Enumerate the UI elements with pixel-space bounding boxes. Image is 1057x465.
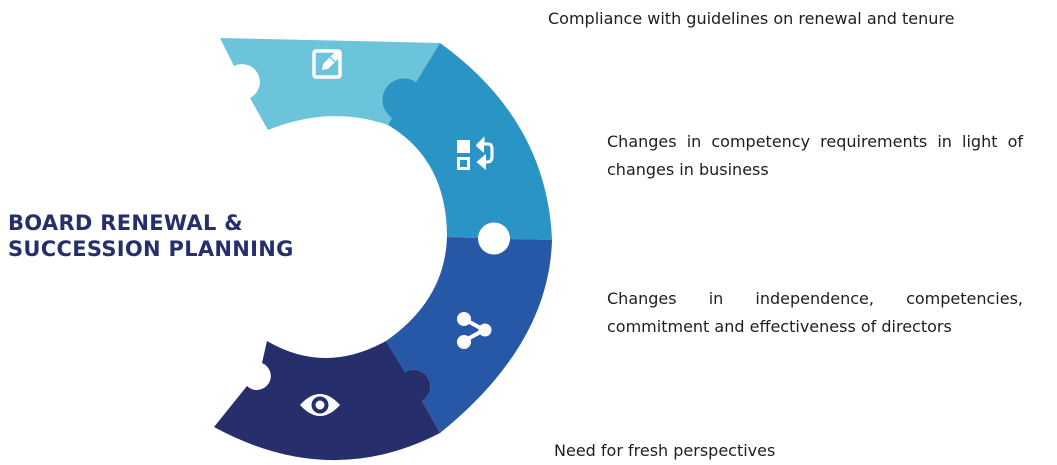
title-line-1: BOARD RENEWAL & [8,211,243,235]
puzzle-segment-3 [386,237,552,433]
eye-icon [300,394,340,416]
segment-label-1: Compliance with guidelines on renewal an… [548,9,955,28]
puzzle-segment-1 [220,38,440,130]
share-icon [457,312,492,349]
segment-label-2: Changes in competency requirements in li… [607,132,1023,179]
segment-label-3: Changes in independence, competencies, c… [607,289,1023,336]
shapes-exchange-icon [457,136,494,171]
edit-icon [312,49,342,79]
segment-label-4: Need for fresh perspectives [554,441,776,460]
title-line-2: SUCCESSION PLANNING [8,237,294,261]
diagram-title: BOARD RENEWAL & SUCCESSION PLANNING [8,210,294,262]
